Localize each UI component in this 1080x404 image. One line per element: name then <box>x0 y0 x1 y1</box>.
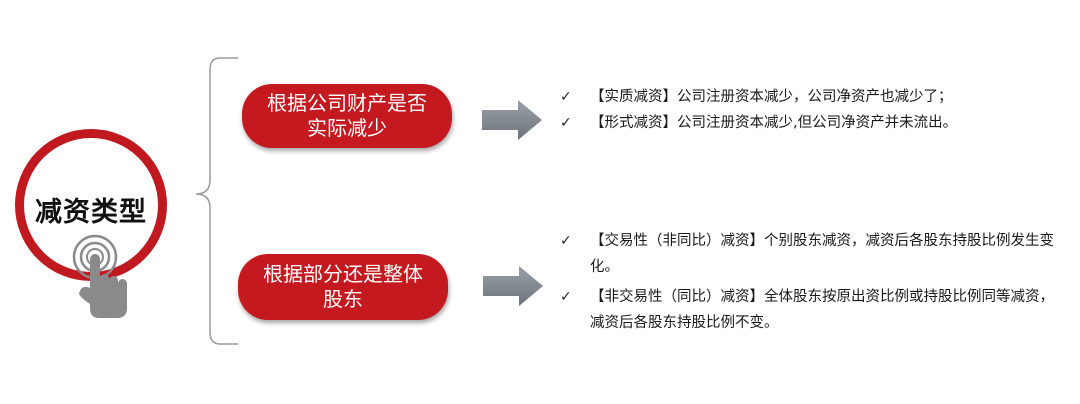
list-item: ✓ 【形式减资】公司注册资本减少,但公司净资产并未流出。 <box>560 110 1060 136</box>
hand-pointer-icon <box>72 234 127 318</box>
branch-pill-shareholder-line1: 根据部分还是整体 <box>263 262 423 286</box>
check-icon: ✓ <box>560 289 572 305</box>
list-item-text: 【实质减资】公司注册资本减少，公司净资产也减少了； <box>590 89 953 105</box>
list-item: ✓ 【实质减资】公司注册资本减少，公司净资产也减少了； <box>560 84 1060 110</box>
list-item-text: 【非交易性（同比）减资】全体股东按原出资比例或持股比例同等减资，减资后各股东持股… <box>590 289 1054 331</box>
right-arrow-icon <box>482 100 542 140</box>
branch-pill-shareholder-line2: 股东 <box>323 287 363 311</box>
check-icon: ✓ <box>560 115 572 131</box>
branch-pill-shareholder: 根据部分还是整体 股东 <box>238 254 448 320</box>
branch-asset-list: ✓ 【实质减资】公司注册资本减少，公司净资产也减少了； ✓ 【形式减资】公司注册… <box>560 84 1060 136</box>
branch-pill-asset-line1: 根据公司财产是否 <box>267 91 427 115</box>
root-title: 减资类型 <box>35 197 147 228</box>
check-icon: ✓ <box>560 233 572 249</box>
branch-shareholder-list: ✓ 【交易性（非同比）减资】个别股东减资，减资后各股东持股比例发生变化。 ✓ 【… <box>560 228 1060 336</box>
list-item-text: 【交易性（非同比）减资】个别股东减资，减资后各股东持股比例发生变化。 <box>590 233 1054 275</box>
list-item: ✓ 【非交易性（同比）减资】全体股东按原出资比例或持股比例同等减资，减资后各股东… <box>560 284 1060 336</box>
list-item: ✓ 【交易性（非同比）减资】个别股东减资，减资后各股东持股比例发生变化。 <box>560 228 1060 280</box>
branch-pill-asset-line2: 实际减少 <box>307 116 387 140</box>
check-icon: ✓ <box>560 89 572 105</box>
brace-connector <box>195 57 238 345</box>
list-item-text: 【形式减资】公司注册资本减少,但公司净资产并未流出。 <box>590 115 958 131</box>
right-arrow-icon <box>483 266 543 306</box>
branch-pill-asset: 根据公司财产是否 实际减少 <box>242 84 452 148</box>
